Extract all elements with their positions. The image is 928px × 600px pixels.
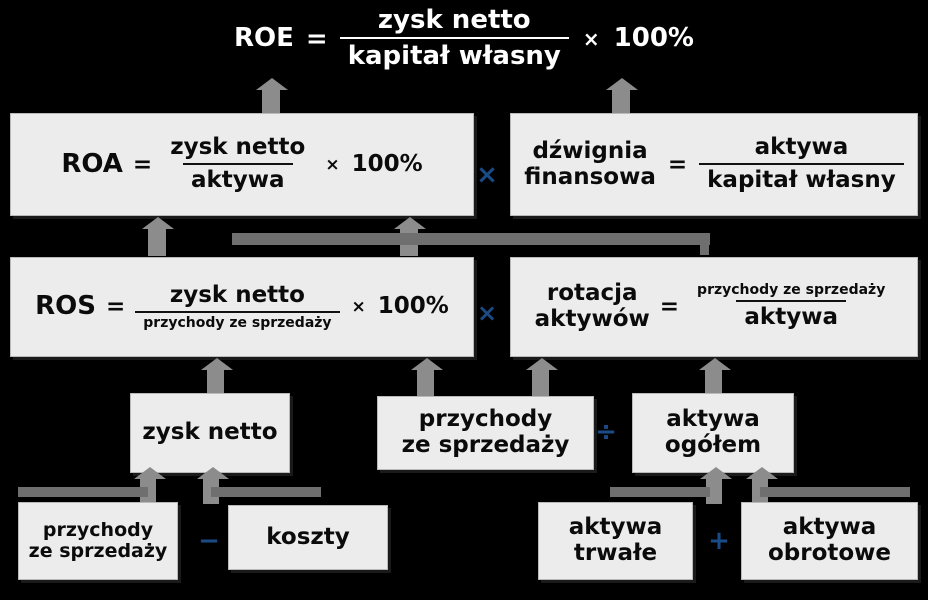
- roe-percent: 100%: [613, 23, 694, 54]
- arrow-leverage-to-roe: [606, 78, 638, 117]
- leverage-label-line2: finansowa: [524, 163, 656, 190]
- roe-numerator: zysk netto: [377, 5, 531, 35]
- revenue-mid-label-line1: przychody: [418, 406, 553, 433]
- total-assets-label: aktywa ogółem: [664, 406, 762, 459]
- arrow-revenue-to-ros: [411, 358, 443, 397]
- revenue-mid-label-line2: ze sprzedaży: [401, 432, 570, 458]
- leverage-box[interactable]: dźwignia finansowa = aktywa kapitał włas…: [510, 113, 918, 216]
- roa-label: ROA: [61, 148, 123, 179]
- leverage-label: dźwignia finansowa: [524, 137, 656, 191]
- asset-turnover-box[interactable]: rotacja aktywów = przychody ze sprzedaży…: [510, 257, 918, 357]
- roa-percent: 100%: [351, 150, 423, 177]
- fixed-assets-label-line2: trwałe: [573, 540, 658, 566]
- ros-percent: 100%: [377, 293, 449, 320]
- asset-turnover-label: rotacja aktywów: [534, 280, 650, 333]
- ros-numerator: zysk netto: [169, 281, 305, 308]
- roa-box[interactable]: ROA = zysk netto aktywa × 100%: [10, 113, 474, 216]
- roa-fraction: zysk netto aktywa: [162, 134, 313, 194]
- roe-fraction: zysk netto kapitał własny: [339, 5, 569, 71]
- arrow-assets-to-turnover: [699, 358, 731, 397]
- roa-times-icon: ×: [325, 154, 340, 175]
- operator-plus-level4: +: [708, 526, 730, 556]
- total-assets-label-line2: ogółem: [664, 432, 762, 458]
- current-assets-label-line1: aktywa: [782, 514, 877, 541]
- roa-numerator: zysk netto: [170, 134, 306, 161]
- costs-label: koszty: [266, 523, 350, 550]
- ros-fraction: zysk netto przychody ze sprzedaży: [135, 281, 340, 332]
- asset-turnover-denominator: aktywa: [736, 300, 846, 331]
- net-profit-box[interactable]: zysk netto: [130, 393, 290, 473]
- connector-fixedassets-bar: [610, 487, 710, 497]
- asset-turnover-fraction: przychody ze sprzedaży aktywa: [689, 281, 893, 331]
- connector-revenue-bar: [18, 487, 148, 497]
- revenue-bottom-label-line1: przychody: [42, 518, 154, 541]
- revenue-bottom-label-line2: ze sprzedaży: [28, 540, 168, 562]
- connector-currentassets-bar: [760, 487, 910, 497]
- leverage-label-line1: dźwignia: [532, 137, 648, 164]
- roa-denominator: aktywa: [182, 163, 293, 194]
- roe-label: ROE: [234, 23, 294, 54]
- asset-turnover-label-line2: aktywów: [534, 306, 650, 332]
- ros-equals: =: [105, 293, 126, 320]
- asset-turnover-equals: =: [659, 294, 680, 320]
- costs-box[interactable]: koszty: [228, 505, 388, 570]
- arrow-fixedassets-to-assets: [700, 467, 732, 504]
- operator-multiply-level1: ×: [476, 160, 498, 190]
- arrow-revenue-to-netprofit: [134, 467, 166, 504]
- ros-box[interactable]: ROS = zysk netto przychody ze sprzedaży …: [10, 257, 474, 357]
- leverage-numerator: aktywa: [754, 134, 849, 161]
- total-assets-label-line1: aktywa: [666, 406, 760, 433]
- current-assets-label: aktywa obrotowe: [767, 514, 892, 567]
- revenue-bottom-label: przychody ze sprzedaży: [28, 518, 168, 563]
- total-assets-box[interactable]: aktywa ogółem: [632, 393, 794, 473]
- arrow-ros-to-roa: [142, 217, 174, 256]
- current-assets-label-line2: obrotowe: [767, 540, 892, 566]
- revenue-mid-box[interactable]: przychody ze sprzedaży: [377, 396, 594, 470]
- leverage-equals: =: [667, 151, 688, 178]
- roe-equals: =: [305, 23, 328, 54]
- roa-equals: =: [132, 151, 153, 178]
- roe-times-icon: ×: [582, 26, 600, 51]
- arrow-netprofit-to-ros: [201, 358, 233, 397]
- ros-times-icon: ×: [351, 296, 366, 317]
- roe-formula: ROE = zysk netto kapitał własny × 100%: [0, 5, 928, 71]
- arrow-roa-to-roe: [256, 78, 288, 117]
- fixed-assets-label: aktywa trwałe: [568, 514, 663, 567]
- operator-multiply-level2: ×: [476, 299, 498, 327]
- connector-costs-bar: [211, 487, 321, 497]
- revenue-mid-label: przychody ze sprzedaży: [401, 406, 570, 459]
- connector-turnover-bar: [232, 233, 710, 245]
- fixed-assets-label-line1: aktywa: [568, 514, 663, 541]
- ros-denominator: przychody ze sprzedaży: [135, 310, 340, 332]
- operator-minus-level4: −: [198, 526, 220, 556]
- asset-turnover-label-line1: rotacja: [546, 280, 638, 307]
- arrow-revenue-to-turnover: [526, 358, 558, 397]
- roe-denominator: kapitał własny: [339, 37, 569, 71]
- asset-turnover-numerator: przychody ze sprzedaży: [697, 281, 886, 298]
- revenue-bottom-box[interactable]: przychody ze sprzedaży: [18, 502, 178, 580]
- operator-divide-level3: ÷: [595, 417, 617, 447]
- leverage-fraction: aktywa kapitał własny: [699, 134, 904, 194]
- connector-turnover-stub: [700, 233, 709, 255]
- leverage-denominator: kapitał własny: [699, 163, 904, 194]
- net-profit-label: zysk netto: [142, 419, 278, 446]
- current-assets-box[interactable]: aktywa obrotowe: [741, 502, 918, 580]
- ros-label: ROS: [35, 291, 96, 322]
- fixed-assets-box[interactable]: aktywa trwałe: [538, 502, 693, 580]
